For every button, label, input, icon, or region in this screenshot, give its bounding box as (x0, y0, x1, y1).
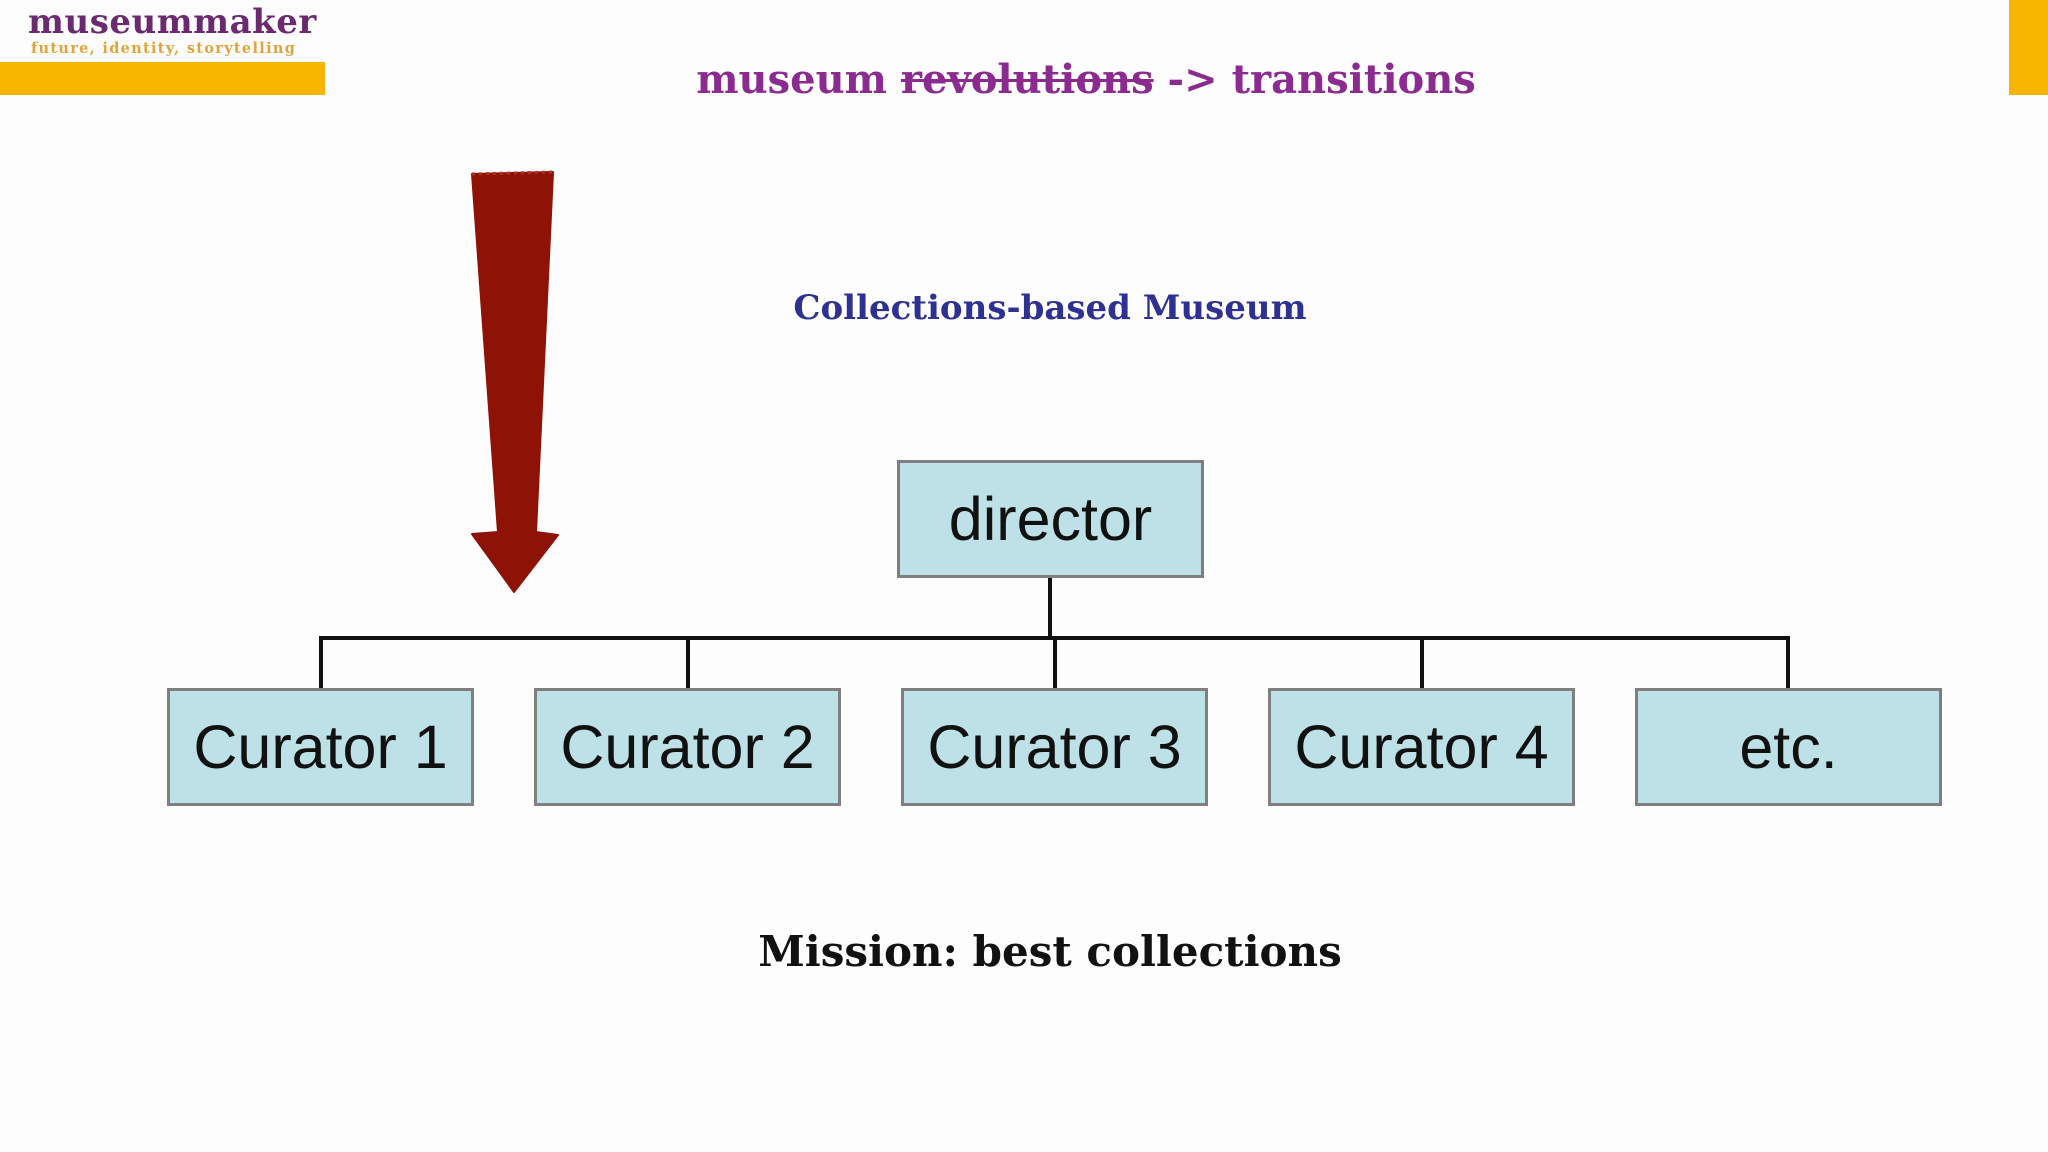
director-box: director (897, 460, 1204, 578)
slide-title: museum revolutions -> transitions (0, 56, 2048, 103)
diagram-subtitle: Collections-based Museum (793, 288, 1307, 328)
museummaker-logo: museummaker future, identity, storytelli… (28, 2, 328, 62)
title-prefix: museum (696, 56, 901, 103)
curator-box-3: Curator 3 (901, 688, 1208, 806)
down-arrow-icon (471, 170, 559, 593)
mission-statement: Mission: best collections (758, 927, 1342, 976)
logo-tagline: future, identity, storytelling (31, 40, 297, 57)
curator-box-1: Curator 1 (167, 688, 474, 806)
curator-box-2: Curator 2 (534, 688, 841, 806)
title-struck-word: revolutions (900, 56, 1154, 103)
title-suffix: -> transitions (1153, 56, 1476, 103)
logo-wordmark: museummaker (28, 2, 317, 42)
curator-box-etc: etc. (1635, 688, 1942, 806)
header-accent-bar-right (2009, 0, 2048, 95)
curator-box-4: Curator 4 (1268, 688, 1575, 806)
header-accent-bar-left (0, 62, 325, 95)
